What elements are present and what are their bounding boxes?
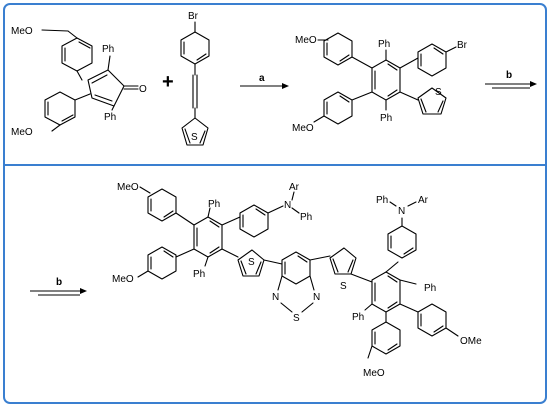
- label-n-4: N: [398, 206, 405, 217]
- plus-sign: +: [162, 71, 174, 93]
- label-ph-5: Ph: [208, 199, 220, 210]
- aminophenyl-ring-1: [239, 204, 269, 238]
- step-label-b-1: b: [506, 70, 512, 81]
- label-ph-10: Ph: [376, 195, 388, 206]
- central-benzene-ring-3: [371, 271, 401, 313]
- bromo-hexaarylbenzene-structure: MeO Ph Ph Br MeO S: [292, 32, 468, 134]
- bromophenyl-ring-2: [417, 43, 447, 77]
- methoxyphenyl-ring-4: [323, 91, 353, 125]
- label-ph-2: Ph: [104, 112, 116, 123]
- label-ph-8: Ph: [352, 312, 364, 323]
- benzothiadiazole-benzo-ring: [281, 251, 311, 285]
- label-meo-2: MeO: [11, 127, 33, 138]
- label-ar-2: Ar: [418, 195, 429, 206]
- label-ph-1: Ph: [102, 44, 114, 55]
- label-meo-5: MeO: [117, 182, 139, 193]
- thiophene-ring-1: [181, 117, 209, 146]
- label-meo-7: MeO: [363, 368, 385, 379]
- cyclopentadienone-ring: [87, 69, 125, 107]
- label-br-1: Br: [188, 11, 199, 22]
- methoxyphenyl-ring-8: [371, 321, 401, 355]
- thiophene-ring-3: [237, 249, 265, 277]
- label-ph-9: Ph: [424, 283, 436, 294]
- methoxyphenyl-ring-7: [417, 303, 447, 337]
- label-ome: OMe: [460, 336, 482, 347]
- label-s-2: S: [435, 87, 442, 98]
- methoxyphenyl-ring-5: [147, 188, 177, 222]
- cyclopentadienone-structure: MeO MeO O Ph Ph: [11, 26, 147, 138]
- central-benzene-ring-2: [193, 216, 223, 258]
- label-meo-4: MeO: [292, 123, 314, 134]
- label-s-5: S: [340, 281, 347, 292]
- label-br-2: Br: [457, 40, 468, 51]
- aminophenyl-ring-2: [387, 225, 417, 259]
- thiophene-ring-4: [329, 247, 357, 275]
- label-ph-4: Ph: [380, 113, 392, 124]
- central-benzene-ring-1: [371, 59, 401, 101]
- methoxyphenyl-ring-3: [323, 32, 353, 66]
- label-n-3: N: [313, 292, 320, 303]
- scheme-frame: [3, 3, 547, 404]
- label-s-3: S: [248, 257, 255, 268]
- methoxyphenyl-ring-lower: [44, 91, 76, 126]
- step-label-a: a: [259, 73, 265, 84]
- label-s-4: S: [293, 313, 300, 324]
- label-n-2: N: [272, 292, 279, 303]
- bromophenyl-thienyl-alkyne-structure: Br S: [180, 11, 210, 146]
- label-carbonyl-oxygen: O: [139, 84, 147, 95]
- label-meo-1: MeO: [11, 26, 33, 37]
- label-s-1: S: [191, 132, 198, 143]
- label-meo-3: MeO: [295, 35, 317, 46]
- label-ph-7: Ph: [300, 212, 312, 223]
- label-n-1: N: [284, 200, 291, 211]
- label-ph-6: Ph: [193, 269, 205, 280]
- label-ph-3: Ph: [378, 39, 390, 50]
- step-label-b-2: b: [56, 277, 62, 288]
- label-meo-6: MeO: [112, 274, 134, 285]
- thiophene-ring-2: [417, 87, 447, 115]
- label-ar-1: Ar: [289, 182, 300, 193]
- methoxyphenyl-ring-upper: [61, 37, 93, 72]
- final-product-structure: MeO Ph Ph MeO N Ar Ph: [112, 182, 482, 379]
- bromophenyl-ring: [180, 31, 210, 65]
- methoxyphenyl-ring-6: [147, 246, 177, 280]
